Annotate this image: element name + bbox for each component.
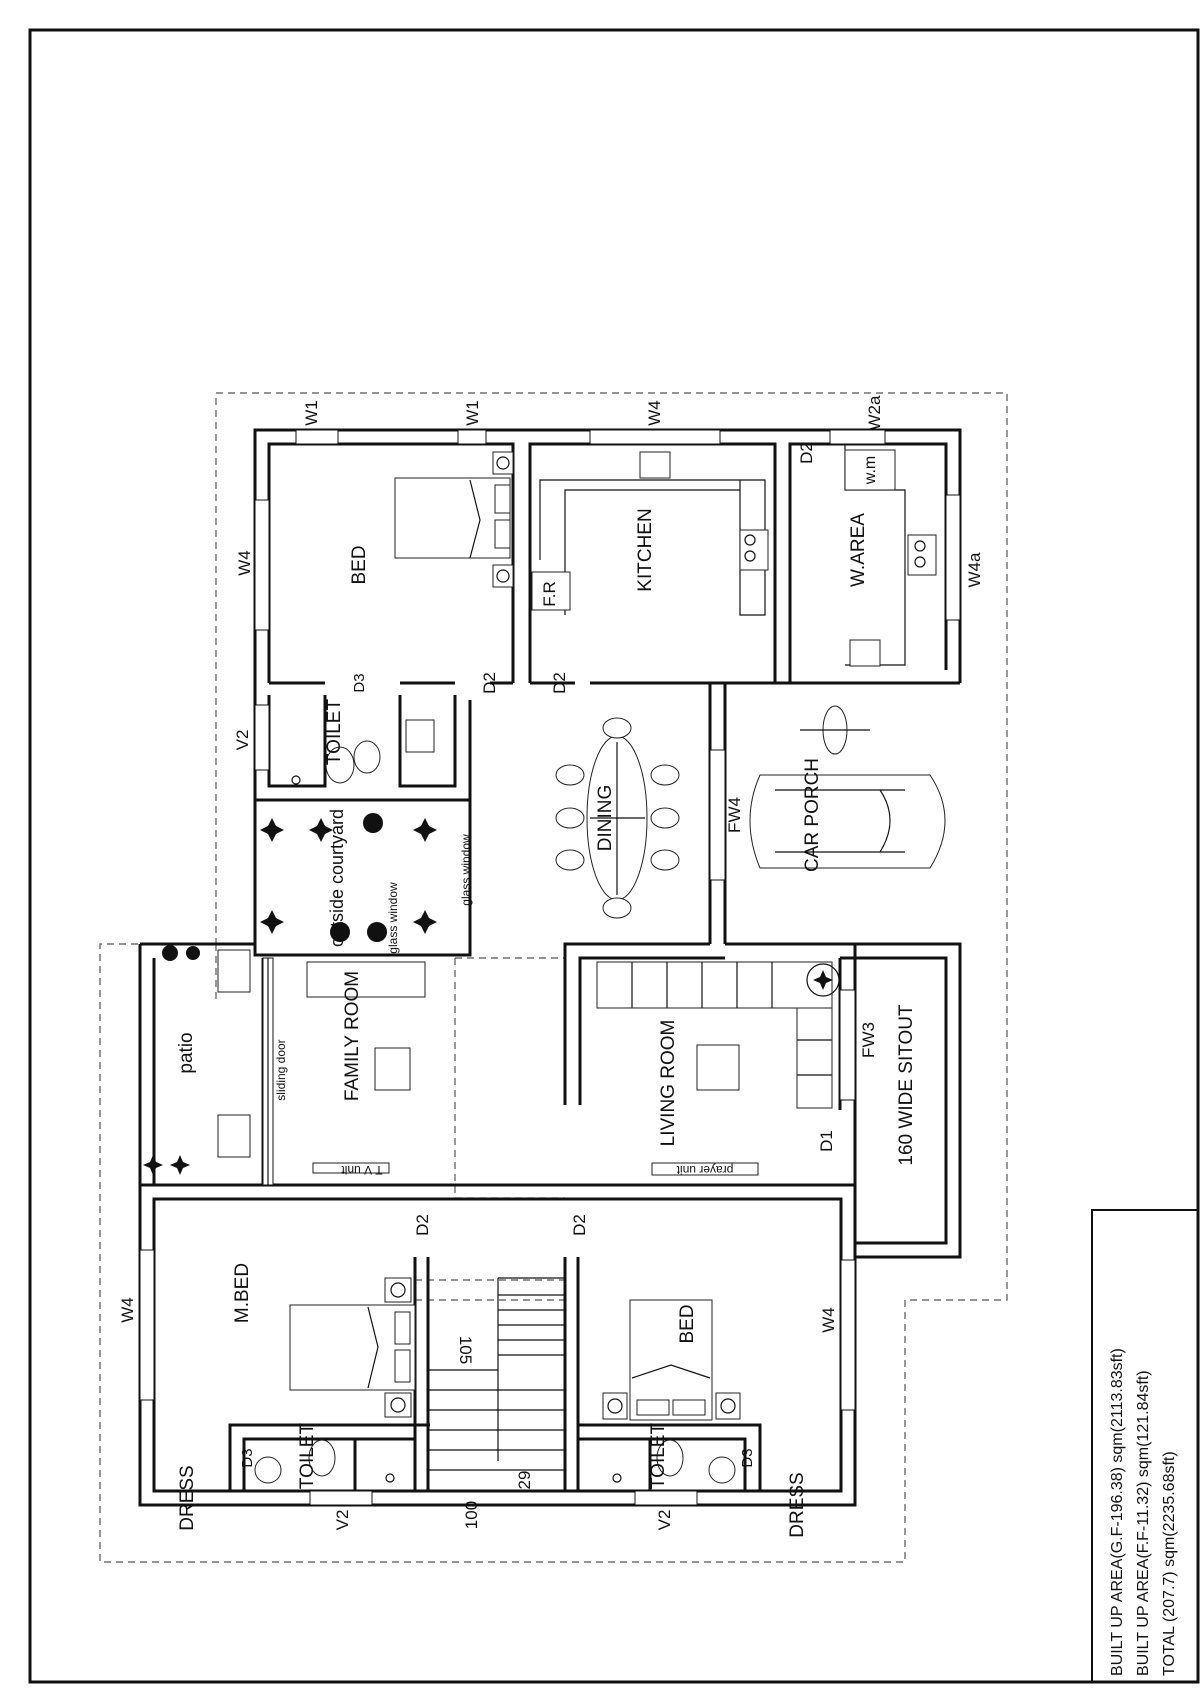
label-d3-left: D3 xyxy=(239,1448,256,1467)
room-label-bed-north: BED xyxy=(349,545,370,584)
mbed-furniture xyxy=(289,1277,416,1418)
label-fw3: FW3 xyxy=(859,1022,878,1058)
room-label-living-room: LIVING ROOM xyxy=(658,1020,679,1147)
area-ground-floor: BUILT UP AREA(G.F-196.38) sqm(2113.83sft… xyxy=(1109,1348,1126,1676)
label-v2-left: V2 xyxy=(333,1510,352,1531)
area-first-floor: BUILT UP AREA(F.F-11.32) sqm(121.84sft) xyxy=(1135,1370,1152,1676)
plot-outline-upper xyxy=(99,392,1008,1563)
label-w4-kitchen: W4 xyxy=(645,400,664,426)
label-washing-machine: w.m xyxy=(862,456,879,485)
label-w1-left: W1 xyxy=(302,400,321,426)
label-d3-right: D3 xyxy=(739,1448,756,1467)
area-table: BUILT UP AREA(G.F-196.38) sqm(2113.83sft… xyxy=(1091,1209,1199,1683)
label-sliding-door: sliding door xyxy=(274,1039,288,1100)
stair-dim-100: 100 xyxy=(462,1501,481,1529)
room-label-m-bed: M.BED xyxy=(232,1263,253,1323)
bed-north-furniture xyxy=(394,451,514,588)
room-label-toilet-north: TOILET xyxy=(324,699,345,766)
room-label-courtyard: outside courtyard xyxy=(327,809,347,947)
room-label-toilet-right: TOILET xyxy=(648,1423,669,1490)
room-label-kitchen: KITCHEN xyxy=(635,508,656,591)
label-w2a: W2a xyxy=(865,395,884,431)
patio-seats xyxy=(143,949,251,1175)
room-label-bed-south: BED xyxy=(677,1304,698,1343)
sheet-border xyxy=(28,28,1200,1684)
stair-dim-29: 29 xyxy=(515,1471,534,1490)
room-label-toilet-left: TOILET xyxy=(297,1423,318,1490)
label-w4-bed-south: W4 xyxy=(819,1307,838,1333)
toilet-north-fixtures xyxy=(291,719,435,785)
room-labels: BED KITCHEN W.AREA TOILET outside courty… xyxy=(176,508,917,1537)
label-v2-right: V2 xyxy=(655,1510,674,1531)
label-fw4: FW4 xyxy=(725,797,744,833)
bed-south-furniture xyxy=(602,1299,741,1421)
room-label-w-area: W.AREA xyxy=(848,513,869,587)
label-fridge: F.R xyxy=(540,581,559,607)
living-sofa xyxy=(596,961,840,1109)
room-label-dress-left: DRESS xyxy=(177,1465,198,1530)
staircase xyxy=(428,1277,565,1471)
label-glass-window-1: glass window xyxy=(459,834,473,906)
label-d1: D1 xyxy=(817,1130,836,1152)
label-d2-bed: D2 xyxy=(480,672,499,694)
room-label-family-room: FAMILY ROOM xyxy=(342,971,363,1101)
label-d3-toilet: D3 xyxy=(351,673,368,692)
car-and-bike xyxy=(749,705,946,869)
label-w1-right: W1 xyxy=(463,400,482,426)
south-toilet-fixtures xyxy=(254,1439,736,1484)
courtyard-plants xyxy=(162,813,437,961)
label-v2-toilet: V2 xyxy=(233,730,252,751)
windows xyxy=(139,429,961,1506)
kitchen-counter xyxy=(531,445,937,667)
label-w4a: W4a xyxy=(965,552,984,588)
prayer-unit-shape xyxy=(651,1162,759,1176)
room-label-patio: patio xyxy=(176,1032,197,1073)
room-label-car-porch: CAR PORCH xyxy=(802,758,823,872)
room-label-sitout: 160 WIDE SITOUT xyxy=(896,1004,917,1166)
area-total: TOTAL (207.7) sqm(2235.68sft) xyxy=(1161,1451,1178,1676)
family-furniture xyxy=(306,961,426,1174)
label-d2-warea: D2 xyxy=(797,442,816,464)
label-w4-bed: W4 xyxy=(235,550,254,576)
opening-labels: W1 W1 W4 W2a D2 W4 W4a D3 D2 D2 V2 FW4 F… xyxy=(118,395,984,1530)
label-tv-unit: T V unit xyxy=(341,1163,383,1177)
label-d2-mbed: D2 xyxy=(413,1214,432,1236)
room-label-dress-right: DRESS xyxy=(787,1472,808,1537)
label-prayer-unit: prayer unit xyxy=(676,1163,733,1177)
label-w4-mbed: W4 xyxy=(118,1297,137,1323)
label-d2-kitchen: D2 xyxy=(550,672,569,694)
room-label-dining: DINING xyxy=(595,785,616,852)
label-glass-window-2: glass window xyxy=(386,882,400,954)
label-d2-bed-south: D2 xyxy=(570,1214,589,1236)
dining-table xyxy=(555,717,680,919)
stair-dimensions: 105 29 100 xyxy=(456,1336,534,1529)
stair-dim-105: 105 xyxy=(456,1336,475,1364)
fixture-labels: F.R w.m T V unit prayer unit sliding doo… xyxy=(274,456,879,1177)
